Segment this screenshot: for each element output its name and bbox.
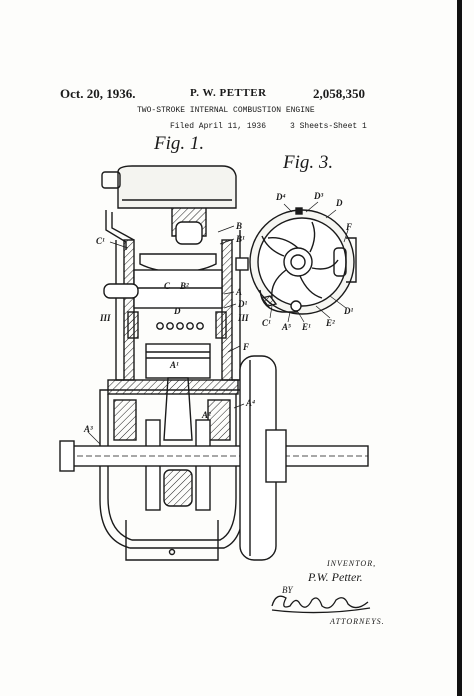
patent-title: TWO-STROKE INTERNAL COMBUSTION ENGINE bbox=[137, 106, 315, 115]
sheet-count: 3 Sheets-Sheet 1 bbox=[290, 122, 367, 131]
patent-number: 2,058,350 bbox=[313, 86, 365, 101]
fig1-label-iii-left: III bbox=[100, 313, 111, 323]
figure-1-caption: Fig. 1. bbox=[154, 133, 205, 154]
fig1-label-d: D bbox=[174, 306, 181, 316]
fig1-label-b: B bbox=[236, 221, 243, 231]
fig1-label-a1: A¹ bbox=[170, 360, 179, 370]
by-caption: BY bbox=[282, 585, 293, 595]
fig3-label-e1: E¹ bbox=[302, 322, 311, 332]
fig3-label-e2: E² bbox=[326, 318, 335, 328]
patent-date: Oct. 20, 1936. bbox=[60, 86, 136, 101]
filing-date: Filed April 11, 1936 bbox=[170, 122, 267, 131]
fig3-label-f: F bbox=[346, 222, 353, 232]
fig1-label-c1: C¹ bbox=[96, 236, 105, 246]
fig3-label-a5: A⁵ bbox=[282, 322, 292, 332]
attorney-signature bbox=[271, 595, 371, 614]
fig1-label-c: C bbox=[164, 281, 171, 291]
fig1-label-a: A bbox=[236, 287, 243, 297]
inventor-signature-name: P.W. Petter. bbox=[308, 570, 363, 584]
fig1-label-b1: B¹ bbox=[236, 234, 245, 244]
fig3-label-d: D bbox=[336, 198, 343, 208]
fig3-label-d4: D⁴ bbox=[276, 192, 286, 202]
inventor-header: P. W. PETTER bbox=[190, 87, 267, 99]
fig1-label-f: F bbox=[243, 342, 250, 352]
fig1-label-a3: A³ bbox=[84, 424, 93, 434]
fig3-label-c1: C¹ bbox=[262, 318, 271, 328]
figure-3-caption: Fig. 3. bbox=[283, 152, 334, 173]
page-edge-rule bbox=[457, 0, 462, 696]
fig1-label-d1: D¹ bbox=[238, 299, 248, 309]
fig1-label-a4: A⁴ bbox=[246, 398, 256, 408]
inventor-caption: INVENTOR, bbox=[327, 559, 377, 568]
fig1-label-a2: A² bbox=[202, 410, 211, 420]
fig1-label-b2: B² bbox=[180, 281, 189, 291]
figure-3-blower-section bbox=[249, 201, 357, 323]
fig3-label-d3: D³ bbox=[314, 191, 324, 201]
fig3-label-d1: D¹ bbox=[344, 306, 354, 316]
figure-1-engine-section bbox=[59, 165, 369, 561]
fig1-label-iii-right: III bbox=[238, 313, 249, 323]
attorneys-caption: ATTORNEYS. bbox=[330, 617, 385, 626]
